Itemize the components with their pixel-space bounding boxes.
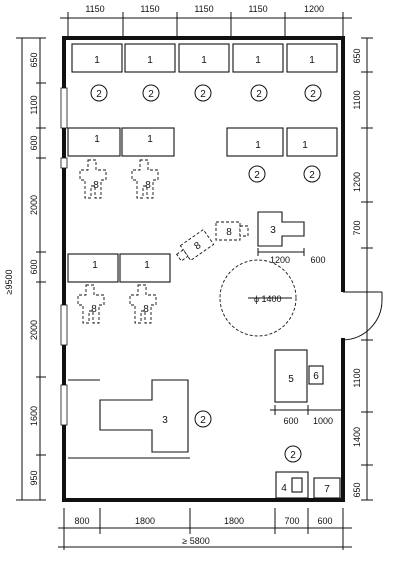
left-dim-4: 2000 [29, 195, 39, 215]
right-dim-6: 1400 [352, 427, 362, 447]
left-dim-6: 2000 [29, 320, 39, 340]
unit-1-label: 1 [144, 260, 150, 271]
unit-8-label: 8 [145, 180, 151, 191]
chair-8-outline [131, 159, 159, 199]
unit-1-label: 1 [147, 55, 153, 66]
left-dim-7: 1600 [29, 406, 39, 426]
unit-7-box [313, 477, 341, 499]
unit-8-label: 8 [93, 180, 99, 191]
unit-2-label: 2 [200, 89, 206, 100]
overall-height: ≥9500 [4, 270, 14, 295]
chair-8-outline [79, 159, 107, 199]
table-area: 5 6 600 1000 [270, 349, 343, 426]
top-dim-5: 1200 [304, 4, 324, 14]
unit-8-label: 8 [192, 240, 203, 252]
unit-6-box [308, 365, 324, 385]
unit-2-label: 2 [96, 89, 102, 100]
top-dim-3: 1150 [194, 4, 213, 14]
central-station: 3 8 8 1200 600 [176, 211, 326, 265]
left-dim-5: 600 [29, 259, 39, 274]
right-dim-1: 650 [352, 48, 362, 63]
room-walls [60, 36, 345, 502]
unit-1-box [71, 43, 123, 73]
left-dim-1: 650 [29, 52, 39, 67]
table-dim-1: 600 [283, 416, 298, 426]
table-dim-2: 1000 [313, 416, 333, 426]
unit-3-label: 3 [162, 415, 168, 426]
unit-1-label: 1 [92, 260, 98, 271]
unit-1-label: 1 [302, 140, 308, 151]
bottom-dimension-chain: 800 1800 1800 700 600 ≥ 5800 [58, 508, 352, 550]
station-dim-1: 1200 [270, 255, 290, 265]
right-dim-4: 700 [352, 220, 362, 235]
unit-8-label: 8 [91, 304, 97, 315]
bottom-dim-2: 1800 [135, 516, 155, 526]
top-dim-2: 1150 [140, 4, 159, 14]
unit-1-label: 1 [309, 55, 315, 66]
bottom-dim-5: 600 [317, 516, 332, 526]
unit-8-label: 8 [143, 304, 149, 315]
right-dim-5: 1100 [352, 368, 362, 387]
right-dim-3: 1200 [352, 172, 362, 192]
unit-1-label: 1 [255, 55, 261, 66]
right-dim-2: 1100 [352, 90, 362, 109]
right-dimension-chain: 650 1100 1200 700 1100 1400 650 [352, 37, 373, 501]
unit-1-box [124, 43, 176, 73]
top-dim-1: 1150 [85, 4, 104, 14]
unit-5-table [274, 349, 308, 403]
unit-2-label: 2 [310, 89, 316, 100]
top-dimension-chain: 1150 1150 1150 1150 1200 [60, 4, 352, 36]
unit-1-label: 1 [94, 134, 100, 145]
chair-8-outline [129, 284, 157, 324]
unit-3-label: 3 [270, 225, 276, 236]
left-dim-2: 1100 [29, 95, 39, 114]
chair-8-outline [77, 284, 105, 324]
station-dim-2: 600 [310, 255, 325, 265]
unit-6-label: 6 [313, 371, 319, 382]
unit-5-label: 5 [288, 374, 294, 385]
unit-2-label: 2 [290, 450, 296, 461]
unit-1-label: 1 [147, 134, 153, 145]
unit-1-box [286, 43, 338, 73]
second-row-left: 1 1 8 8 [67, 127, 175, 199]
unit-2-label: 2 [200, 415, 206, 426]
unit-8-label: 8 [226, 227, 232, 238]
turning-circle: ϕ 1400 [219, 259, 297, 337]
turning-circle-label: ϕ 1400 [254, 294, 282, 304]
unit-3-shape [257, 211, 305, 247]
unit-2-label: 2 [309, 170, 315, 181]
unit-1-label: 1 [94, 55, 100, 66]
right-dim-7: 650 [352, 482, 362, 497]
unit-1-box [232, 43, 284, 73]
second-row-right: 1 1 2 2 [226, 127, 338, 183]
third-row-left: 1 1 8 8 [67, 253, 171, 324]
unit-2-label: 2 [256, 89, 262, 100]
unit-4-label: 4 [281, 483, 287, 494]
main-station: 3 2 [68, 379, 212, 459]
bottom-fixtures: 2 4 7 [275, 445, 341, 499]
unit-1-box [178, 43, 230, 73]
top-row-units: 1 1 1 1 1 [71, 43, 338, 73]
entrance-door [342, 291, 383, 341]
unit-2-label: 2 [254, 170, 260, 181]
bottom-dim-4: 700 [284, 516, 299, 526]
left-dim-3: 600 [29, 135, 39, 150]
left-dimension-chain: 650 1100 600 2000 600 2000 1600 950 ≥950… [4, 37, 46, 501]
unit-3-shape [99, 379, 189, 453]
bottom-dim-3: 1800 [224, 516, 244, 526]
unit-2-label: 2 [148, 89, 154, 100]
top-dim-4: 1150 [248, 4, 267, 14]
unit-7-label: 7 [324, 484, 330, 495]
unit-1-label: 1 [201, 55, 207, 66]
unit-1-label: 1 [255, 140, 261, 151]
circled-2-row: 2 2 2 2 2 [90, 84, 322, 102]
left-dim-8: 950 [29, 470, 39, 485]
overall-width: ≥ 5800 [182, 536, 209, 546]
bottom-dim-1: 800 [74, 516, 89, 526]
